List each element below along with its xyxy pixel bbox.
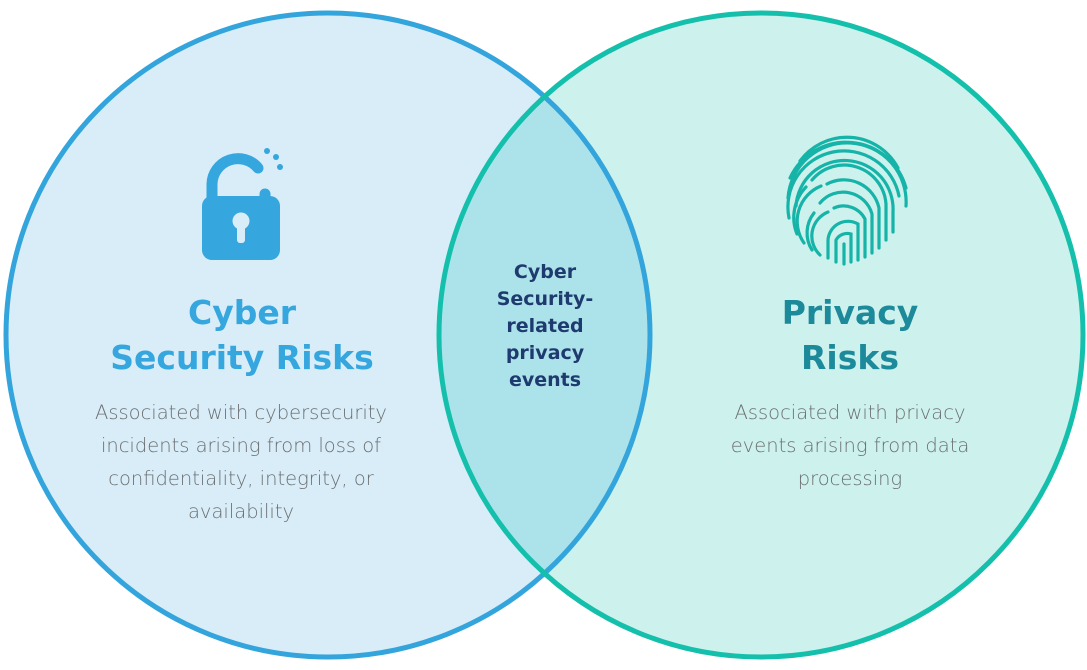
description-line: Associated with cybersecurity (95, 401, 387, 424)
overlap-line: related (506, 315, 584, 337)
description-line: events arising from data (730, 434, 970, 457)
cyber-security-risks-description: Associated with cybersecurity incidents … (60, 396, 422, 528)
overlap-region (439, 13, 650, 657)
description-line: incidents arising from loss of (100, 434, 382, 457)
title-line: Risks (801, 338, 899, 377)
padlock-icon (202, 148, 283, 260)
title-line: Privacy (781, 293, 919, 332)
overlap-line: events (508, 369, 582, 391)
description-line: confidentiality, integrity, or (108, 467, 374, 490)
description-line: availability (187, 500, 295, 523)
description-line: processing (797, 467, 903, 490)
cyber-security-circle-outline (3, 10, 653, 660)
privacy-risks-description: Associated with privacy events arising f… (700, 396, 1000, 495)
description-line: Associated with privacy (734, 401, 966, 424)
privacy-circle-outline (436, 10, 1086, 660)
overlap-label: Cyber Security- related privacy events (470, 259, 620, 394)
overlap-line: privacy (505, 342, 585, 364)
privacy-risks-title: Privacy Risks (700, 290, 1000, 380)
title-line: Cyber (187, 293, 296, 332)
overlap-line: Security- (496, 288, 594, 310)
title-line: Security Risks (110, 338, 374, 377)
overlap-line: Cyber (513, 261, 577, 283)
fingerprint-icon (786, 135, 908, 266)
cyber-security-risks-title: Cyber Security Risks (92, 290, 392, 380)
